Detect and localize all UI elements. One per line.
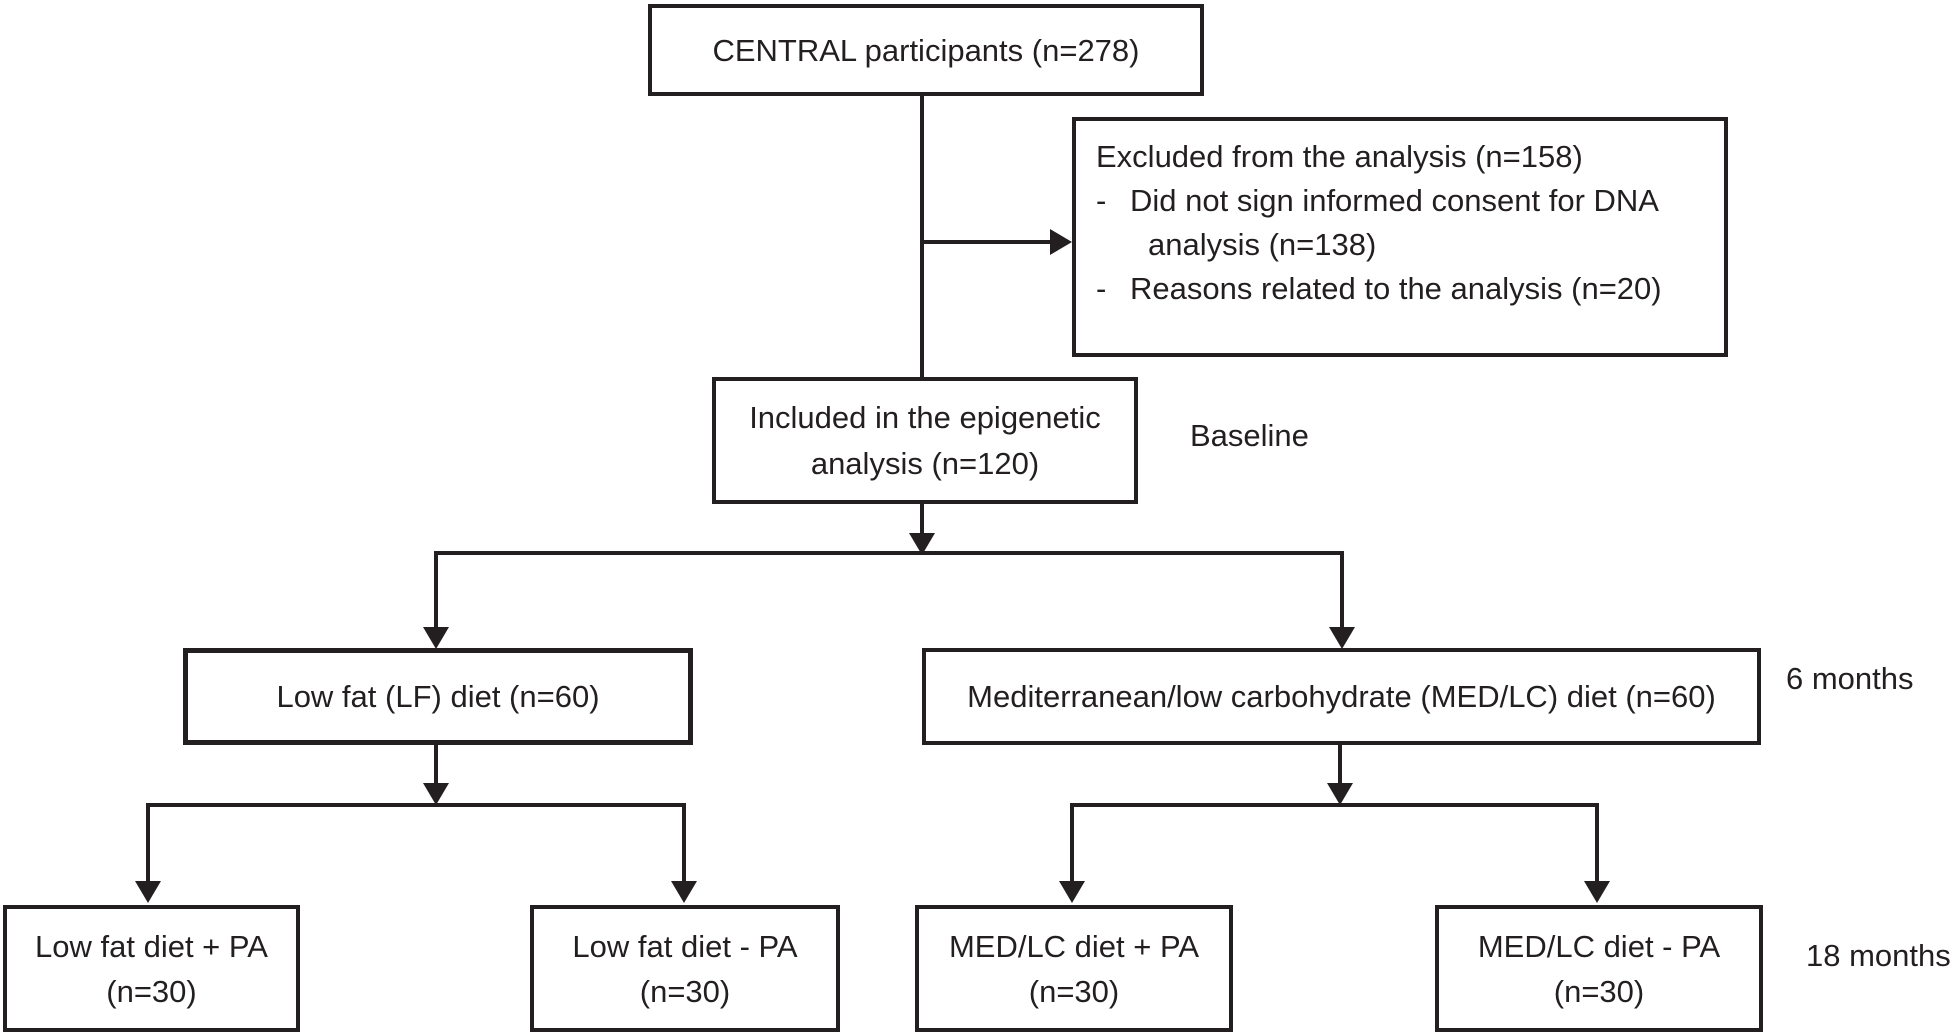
connector-to-lf-minus-pa xyxy=(682,803,686,881)
node-lf-minus-pa-line2: (n=30) xyxy=(639,973,731,1009)
connector-med-lc-to-split xyxy=(1338,745,1342,783)
connector-to-med-lc xyxy=(1340,551,1344,627)
node-included-line2: analysis (n=120) xyxy=(810,445,1040,481)
arrowhead-branch-junction xyxy=(909,533,935,555)
branch-line-low-fat-subgroups xyxy=(148,803,686,807)
connector-to-med-minus-pa xyxy=(1595,803,1599,881)
node-med-plus-pa-line2: (n=30) xyxy=(1028,973,1120,1009)
connector-included-to-branch xyxy=(920,503,924,535)
node-med-plus-pa: MED/LC diet + PA (n=30) xyxy=(915,905,1233,1032)
excluded-item-1-dash: - xyxy=(1096,183,1107,218)
node-central-participants-label: CENTRAL participants (n=278) xyxy=(712,32,1140,68)
excluded-item-1-text: Did not sign informed consent for DNA xyxy=(1130,183,1659,218)
node-med-plus-pa-line1: MED/LC diet + PA xyxy=(948,928,1200,964)
connector-to-med-plus-pa xyxy=(1070,803,1074,881)
excluded-item-2-dash: - xyxy=(1096,271,1107,306)
excluded-item-1: - Did not sign informed consent for DNA xyxy=(1096,179,1659,223)
node-med-lc-diet: Mediterranean/low carbohydrate (MED/LC) … xyxy=(922,648,1761,745)
node-lf-plus-pa-line2: (n=30) xyxy=(106,973,197,1009)
connector-to-lf-plus-pa xyxy=(146,803,150,881)
node-med-minus-pa-line1: MED/LC diet - PA xyxy=(1477,928,1721,964)
node-lf-minus-pa: Low fat diet - PA (n=30) xyxy=(530,905,840,1032)
timeline-label-baseline: Baseline xyxy=(1190,418,1309,453)
node-med-minus-pa-line2: (n=30) xyxy=(1553,973,1645,1009)
connector-to-low-fat xyxy=(434,551,438,627)
timeline-label-18-months: 18 months xyxy=(1806,938,1951,973)
arrowhead-med-plus-pa xyxy=(1059,881,1085,903)
arrowhead-med-lc-split xyxy=(1327,783,1353,805)
excluded-item-2: - Reasons related to the analysis (n=20) xyxy=(1096,267,1662,311)
node-lf-plus-pa: Low fat diet + PA (n=30) xyxy=(3,905,300,1032)
arrowhead-med-minus-pa xyxy=(1584,881,1610,903)
arrowhead-excluded xyxy=(1050,229,1072,255)
excluded-item-2-text: Reasons related to the analysis (n=20) xyxy=(1130,271,1662,306)
connector-to-excluded xyxy=(922,240,1050,244)
node-included-epigenetic: Included in the epigenetic analysis (n=1… xyxy=(712,377,1138,504)
connector-low-fat-to-split xyxy=(434,745,438,783)
connector-central-to-included xyxy=(920,95,924,377)
node-low-fat-diet-label: Low fat (LF) diet (n=60) xyxy=(276,679,600,714)
node-med-lc-diet-label: Mediterranean/low carbohydrate (MED/LC) … xyxy=(967,679,1716,714)
node-excluded: Excluded from the analysis (n=158) - Did… xyxy=(1072,117,1728,357)
branch-line-arms xyxy=(436,551,1344,555)
branch-line-med-lc-subgroups xyxy=(1072,803,1599,807)
excluded-title: Excluded from the analysis (n=158) xyxy=(1096,139,1583,174)
node-med-minus-pa: MED/LC diet - PA (n=30) xyxy=(1435,905,1763,1032)
arrowhead-med-lc xyxy=(1329,627,1355,649)
node-central-participants: CENTRAL participants (n=278) xyxy=(648,4,1204,96)
node-lf-plus-pa-line1: Low fat diet + PA xyxy=(35,928,268,964)
arrowhead-low-fat-split xyxy=(423,783,449,805)
arrowhead-low-fat xyxy=(423,627,449,649)
node-included-line1: Included in the epigenetic xyxy=(749,399,1101,435)
node-lf-minus-pa-line1: Low fat diet - PA xyxy=(572,928,798,964)
node-low-fat-diet: Low fat (LF) diet (n=60) xyxy=(183,648,693,745)
arrowhead-lf-plus-pa xyxy=(135,881,161,903)
excluded-item-1-continuation: analysis (n=138) xyxy=(1148,227,1377,262)
arrowhead-lf-minus-pa xyxy=(671,881,697,903)
timeline-label-6-months: 6 months xyxy=(1786,661,1914,696)
